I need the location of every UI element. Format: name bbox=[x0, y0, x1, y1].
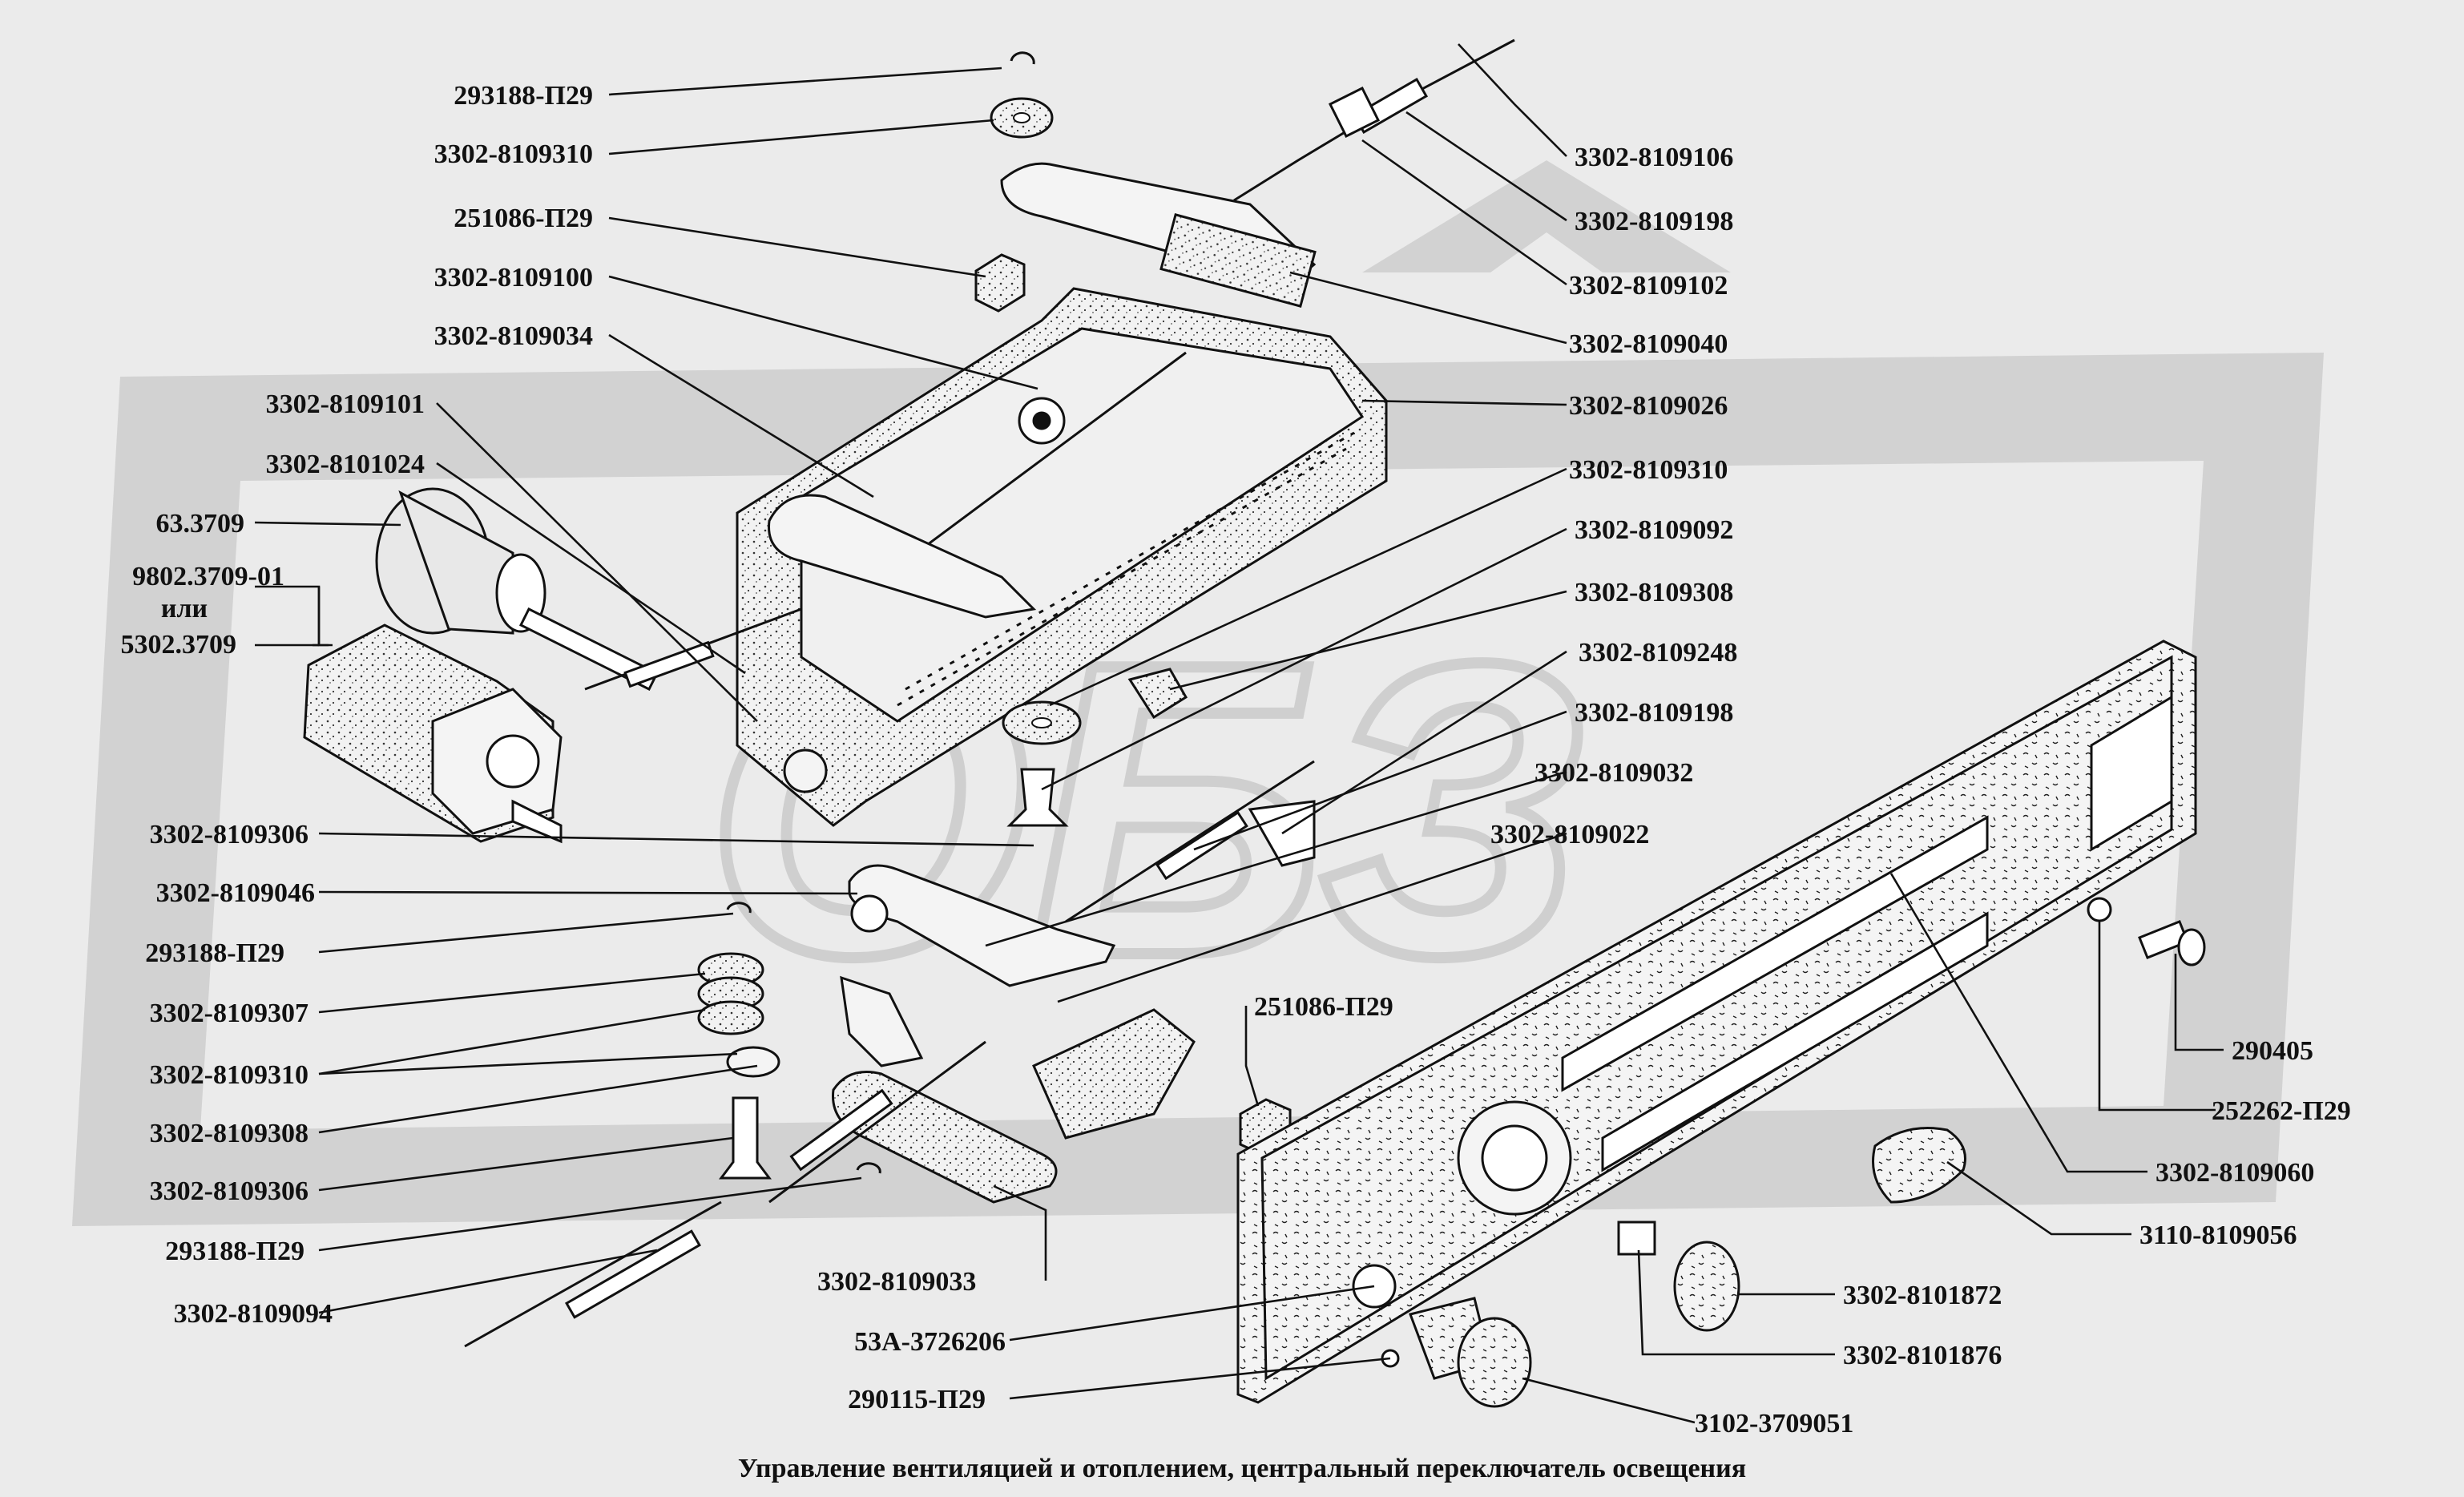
label-3302-8109310-a: 3302-8109310 bbox=[434, 139, 593, 169]
label-3302-8101876: 3302-8101876 bbox=[1843, 1341, 2002, 1370]
control-body-top bbox=[800, 327, 1365, 723]
label-53a-3726206: 53А-3726206 bbox=[854, 1327, 1006, 1357]
front-panel-switch-hole-inner bbox=[1481, 1124, 1548, 1192]
washer-8109308-lower bbox=[726, 1046, 780, 1078]
label-3302-8109307: 3302-8109307 bbox=[150, 999, 309, 1028]
label-3302-8109094: 3302-8109094 bbox=[174, 1299, 333, 1329]
pin-8109306-lower bbox=[719, 1096, 772, 1180]
top-cable-clip bbox=[1328, 86, 1381, 139]
label-ili: или bbox=[161, 594, 208, 623]
control-knob-stub bbox=[783, 748, 828, 793]
label-3302-8109040: 3302-8109040 bbox=[1569, 329, 1728, 359]
pin-8109306-upper bbox=[850, 894, 889, 933]
washer-252262 bbox=[2087, 897, 2112, 922]
rod-spring-mid bbox=[1065, 760, 1315, 923]
label-63-3709: 63.3709 bbox=[156, 509, 245, 539]
label-251086-p29-b: 251086-П29 bbox=[1254, 992, 1393, 1022]
spring-lower bbox=[789, 1088, 893, 1172]
label-3302-8109033: 3302-8109033 bbox=[817, 1267, 976, 1297]
label-3302-8109308-b: 3302-8109308 bbox=[1575, 578, 1733, 607]
washer-mid-hole bbox=[1031, 717, 1052, 728]
label-3302-8109100: 3302-8109100 bbox=[434, 263, 593, 293]
knob-3102-3709051 bbox=[1409, 1297, 1532, 1408]
front-panel-slot-2 bbox=[1601, 911, 1989, 1172]
label-3302-8109310-c: 3302-8109310 bbox=[1569, 455, 1728, 485]
label-290405: 290405 bbox=[2232, 1036, 2313, 1066]
label-3302-8109308-a: 3302-8109308 bbox=[150, 1119, 309, 1148]
plate-251086-lower bbox=[1032, 1008, 1196, 1140]
labels-center: 251086-П29 3302-8109033 53А-3726206 2901… bbox=[817, 992, 1393, 1414]
screw-290405 bbox=[2138, 920, 2206, 966]
label-3302-8109102: 3302-8109102 bbox=[1569, 271, 1728, 301]
clip-293188-mid bbox=[726, 902, 752, 914]
spring-8109094 bbox=[565, 1229, 701, 1319]
label-3102-3709051: 3102-3709051 bbox=[1695, 1409, 1853, 1438]
label-3302-8109248: 3302-8109248 bbox=[1579, 638, 1737, 668]
label-3302-8109198-a: 3302-8109198 bbox=[1575, 207, 1733, 236]
label-3302-8101024: 3302-8101024 bbox=[266, 450, 425, 479]
roller-8109307 bbox=[697, 952, 764, 1035]
label-293188-p29-b: 293188-П29 bbox=[145, 938, 284, 968]
spring-rod-lower bbox=[768, 1040, 986, 1204]
label-3302-8109060: 3302-8109060 bbox=[2155, 1158, 2314, 1188]
motor-63-3709 bbox=[375, 487, 659, 692]
control-rod bbox=[905, 351, 1187, 563]
label-3302-8109046: 3302-8109046 bbox=[156, 878, 315, 908]
control-rack bbox=[897, 431, 1355, 707]
leader-lines bbox=[254, 43, 2224, 1424]
label-3302-8109032: 3302-8109032 bbox=[1534, 758, 1693, 788]
label-293188-p29-c: 293188-П29 bbox=[165, 1237, 304, 1266]
bushing-3302-8101876 bbox=[1617, 1221, 1656, 1256]
label-9802-3709-01: 9802.3709-01 bbox=[132, 562, 284, 591]
label-3302-8109022: 3302-8109022 bbox=[1490, 820, 1649, 849]
top-lever-plate bbox=[1159, 213, 1317, 308]
label-3302-8109198-b: 3302-8109198 bbox=[1575, 698, 1733, 728]
diagram-caption: Управление вентиляцией и отоплением, цен… bbox=[738, 1454, 1746, 1483]
label-252262-p29: 252262-П29 bbox=[2212, 1096, 2351, 1126]
label-3302-8101872: 3302-8101872 bbox=[1843, 1281, 2002, 1310]
label-3302-8109034: 3302-8109034 bbox=[434, 321, 593, 351]
front-panel-slot-1 bbox=[1561, 815, 1989, 1092]
label-3302-8109106: 3302-8109106 bbox=[1575, 143, 1733, 172]
top-cable bbox=[1233, 38, 1515, 202]
control-lever bbox=[768, 494, 1037, 619]
label-3302-8109026: 3302-8109026 bbox=[1569, 391, 1728, 421]
label-251086-p29-a: 251086-П29 bbox=[454, 204, 593, 233]
top-washer-hole bbox=[1013, 112, 1030, 123]
label-290115-p29: 290115-П29 bbox=[848, 1385, 986, 1414]
label-3302-8109092: 3302-8109092 bbox=[1575, 515, 1733, 545]
label-3110-8109056: 3110-8109056 bbox=[2139, 1221, 2297, 1250]
square-nut-top bbox=[974, 253, 1026, 313]
clip-mid bbox=[1127, 668, 1188, 720]
labels-right: 3302-8109106 3302-8109198 3302-8109102 3… bbox=[1490, 143, 2351, 1438]
label-293188-p29-a: 293188-П29 bbox=[454, 81, 593, 111]
label-3302-8109306-b: 3302-8109306 bbox=[150, 1176, 309, 1206]
knob-3110-8109056 bbox=[1872, 1127, 1966, 1204]
label-3302-8109101: 3302-8109101 bbox=[266, 389, 425, 419]
label-3302-8109310-b: 3302-8109310 bbox=[150, 1060, 309, 1090]
lever-lower-bracket bbox=[840, 975, 924, 1067]
label-5302-3709: 5302.3709 bbox=[121, 630, 237, 660]
front-panel-window bbox=[2090, 695, 2173, 852]
clip-293188-lower bbox=[856, 1162, 881, 1174]
top-clip-ring bbox=[1010, 51, 1035, 65]
labels-left: 293188-П29 3302-8109310 251086-П29 3302-… bbox=[121, 81, 594, 1329]
control-gear-inner bbox=[1032, 411, 1051, 430]
label-3302-8109306-a: 3302-8109306 bbox=[150, 820, 309, 849]
knob-3302-8101872 bbox=[1673, 1241, 1740, 1332]
light-switch bbox=[303, 623, 563, 844]
rod-8109094 bbox=[464, 1200, 722, 1348]
